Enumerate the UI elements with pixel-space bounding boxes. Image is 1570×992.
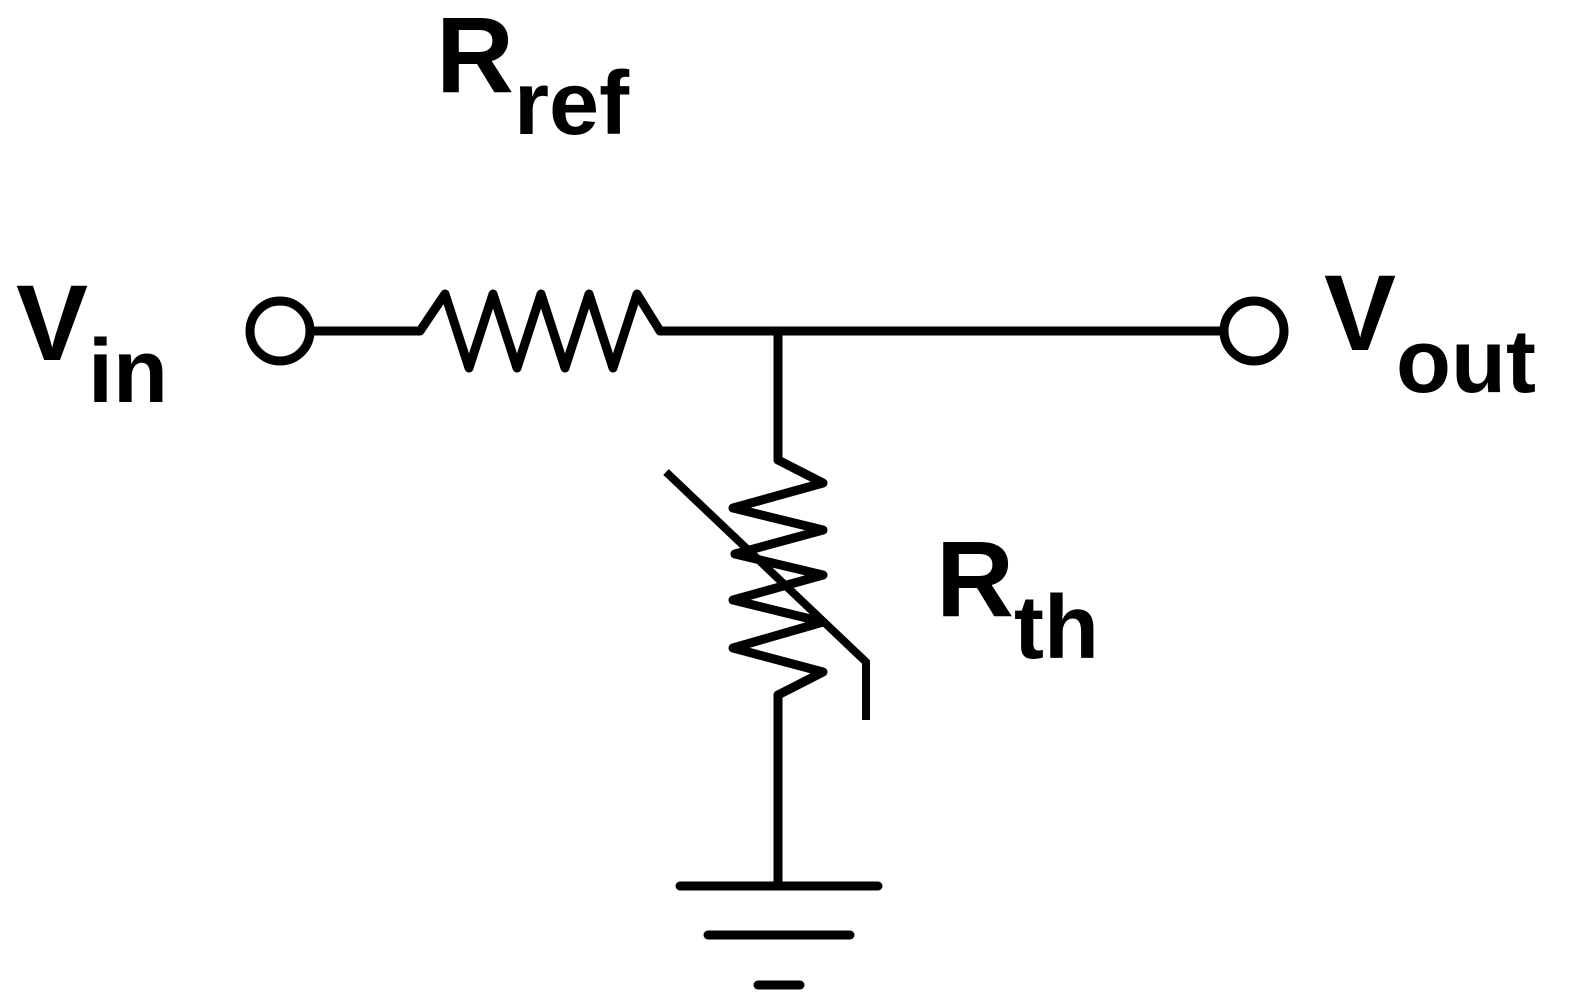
output-terminal bbox=[1219, 296, 1289, 366]
thermistor bbox=[728, 455, 828, 700]
rref-label-main: R bbox=[436, 0, 514, 115]
vout-label-main: V bbox=[1324, 252, 1396, 373]
rref-label-sub: ref bbox=[514, 54, 630, 154]
vout-label: Vout bbox=[1324, 252, 1536, 412]
rth-label-main: R bbox=[936, 518, 1014, 639]
ground-symbol bbox=[675, 881, 883, 990]
reference-resistor bbox=[415, 289, 665, 373]
vin-label: Vin bbox=[16, 262, 168, 422]
rth-label-sub: th bbox=[1014, 578, 1099, 678]
vin-label-main: V bbox=[16, 262, 88, 383]
vin-label-sub: in bbox=[88, 322, 168, 422]
vout-label-sub: out bbox=[1396, 312, 1536, 412]
thermistor-variable-indicator bbox=[663, 469, 870, 720]
rref-label: Rref bbox=[436, 0, 630, 154]
input-terminal bbox=[245, 296, 315, 366]
rth-label: Rth bbox=[936, 518, 1099, 678]
